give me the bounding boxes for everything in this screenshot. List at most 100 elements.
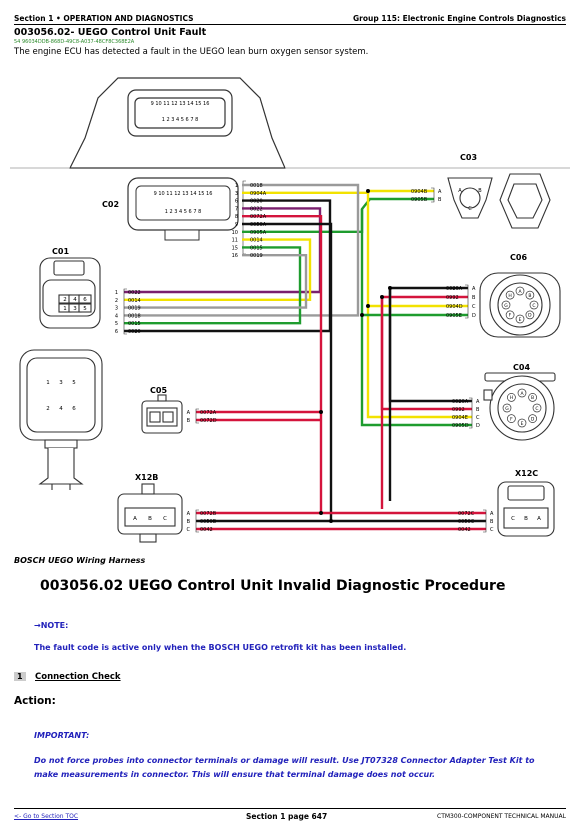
go-to-section-toc-link[interactable]: <- Go to Section TOC (14, 813, 79, 820)
c01-cavity-label: 4 (73, 297, 77, 303)
c02-pin-label: 8 (235, 214, 238, 220)
c03-pin-label: B (438, 197, 442, 203)
c05-pin-label: A (187, 410, 191, 416)
wire-0015 (124, 246, 302, 325)
c04-pin-letter: F (510, 416, 513, 422)
c01-wire-label: 0014 (128, 298, 141, 304)
c02-pin-row1: 9 10 11 12 13 14 15 16 (154, 191, 213, 197)
x12b-bracket (195, 509, 199, 533)
c02-wire-label: 0014 (250, 238, 263, 244)
wiring-diagram: 9 10 11 12 13 14 15 16 1 2 3 4 5 6 7 8 9… (10, 77, 570, 543)
step-connection-check-link[interactable]: Connection Check (35, 672, 121, 682)
c01-wire-label: 0020 (128, 329, 141, 335)
c06-pin-label: A (472, 286, 476, 292)
c01-cavity-label: 2 (63, 297, 67, 303)
wire-0904d (366, 304, 472, 419)
x12b-cavity-label: C (163, 516, 167, 522)
x12b-pin-label: B (187, 519, 191, 525)
c01-pin-label: 6 (115, 329, 118, 335)
c02-pin-label: 7 (235, 206, 238, 212)
c06-wire-label: 0992 (446, 295, 459, 301)
c05-wire-label: 0072D (200, 418, 217, 424)
wire-0014 (124, 238, 312, 302)
c01-face-pin-label: 2 (46, 406, 50, 412)
c06-cavity (525, 290, 535, 300)
c04-pin-label: A (476, 399, 480, 405)
x12c-bracket (483, 509, 487, 533)
diagram-caption: BOSCH UEGO Wiring Harness (14, 556, 146, 565)
c04-cavity (528, 414, 537, 423)
splice-dot (329, 519, 333, 523)
c06-pin-letter: F (509, 313, 512, 319)
wire-0905e (360, 313, 472, 427)
x12c-wire-label: 0072C (458, 511, 475, 517)
header-section: Section 1 • OPERATION AND DIAGNOSTICS (14, 14, 194, 23)
c03-pin-letter: A (458, 188, 462, 194)
x12c-cavity-label: A (537, 516, 541, 522)
footer-page-number: Section 1 page 647 (246, 812, 328, 821)
x12b-wire-label: 0050B (200, 519, 217, 525)
connector-c02: 9 10 11 12 13 14 15 16 1 2 3 4 5 6 7 8 (127, 177, 239, 241)
c04-cavity (517, 388, 527, 398)
c01-wire-label: 0015 (128, 321, 141, 327)
c02-wire-label: 0904A (250, 191, 267, 197)
c06-cavity (505, 290, 515, 300)
c06-bracket (465, 284, 469, 319)
c01-pin-label: 1 (115, 290, 118, 296)
c02-pin-row2: 1 2 3 4 5 6 7 8 (165, 209, 202, 215)
important-text: Do not force probes into connector termi… (34, 756, 535, 779)
x12b-wire-label: 0042 (200, 527, 213, 533)
x12c-wire-label: 0042 (458, 527, 471, 533)
c03-bracket (431, 187, 435, 203)
wire-0050 (196, 222, 333, 523)
c06-pin-label: B (472, 295, 476, 301)
ecu-pin-row1: 9 10 11 12 13 14 15 16 (151, 101, 210, 107)
c06-pin-letter: E (519, 317, 522, 323)
c01-wire-label: 0018 (128, 313, 141, 319)
action-label: Action: (14, 695, 56, 707)
c06-pin-label: C (472, 304, 476, 310)
fault-description: The engine ECU has detected a fault in t… (14, 47, 369, 57)
x12c-wire-label: 0050C (458, 519, 475, 525)
c04-cavity (517, 418, 527, 428)
connector-x12b (117, 483, 183, 543)
c01-face-pin-label: 6 (72, 406, 76, 412)
x12c-cavity-label: B (524, 516, 528, 522)
x12b-wire-label: 0072B (200, 511, 217, 517)
connector-c05 (141, 394, 183, 434)
c04-pin-letter: H (510, 395, 513, 401)
c01-bracket (123, 288, 127, 335)
c02-pin-label: 1 (235, 183, 238, 189)
c06-pin-letter: H (508, 293, 511, 299)
c06-wire-label: 0904D (446, 304, 463, 310)
splice-dot (319, 410, 323, 414)
c04-pin-letter: E (521, 421, 524, 427)
splice-dot (366, 189, 370, 193)
connector-c03 (447, 173, 551, 229)
c04-pin-label: C (476, 415, 480, 421)
c04-pin-label: B (476, 407, 480, 413)
connector-c04 (483, 372, 556, 441)
wire-0904 (242, 189, 434, 195)
c05-wire-label: 0072A (200, 410, 217, 416)
x12c-pin-label: C (490, 527, 494, 533)
x12b-label: X12B (135, 473, 158, 482)
c02-pin-label: 15 (232, 245, 238, 251)
c02-wire-label: 0019 (250, 253, 263, 259)
c04-pin-letter: B (531, 395, 534, 401)
c01-face-pin-label: 1 (46, 380, 50, 386)
splice-dot (388, 286, 392, 290)
c02-label: C02 (102, 200, 119, 209)
wire-0072 (196, 214, 323, 515)
c01-face-pin-label: 5 (72, 380, 76, 386)
c04-pin-letter: C (535, 406, 538, 412)
header-group: Group 115: Electronic Engine Controls Di… (353, 14, 566, 23)
page-title: 003056.02- UEGO Control Unit Fault (14, 27, 207, 38)
c03-pin-label: A (438, 189, 442, 195)
x12b-cavity-label: A (133, 516, 137, 522)
c03-label: C03 (460, 153, 477, 162)
connector-c01 (39, 257, 101, 329)
c06-cavity (501, 300, 511, 310)
c01-pin-label: 4 (115, 313, 118, 319)
c06-pin-letter: G (504, 303, 508, 309)
